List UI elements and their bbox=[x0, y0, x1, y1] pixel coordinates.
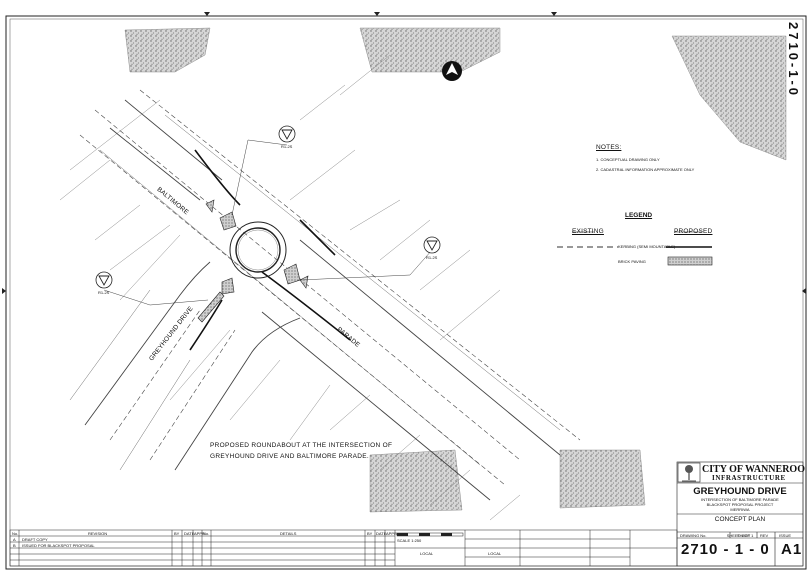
rev-header: No. bbox=[203, 531, 210, 536]
sign-label: R1-2S bbox=[281, 144, 293, 149]
rev-row-no: A bbox=[13, 537, 16, 542]
give-way-sign bbox=[95, 271, 113, 289]
rev-header: BY bbox=[174, 531, 180, 536]
title-block-frame bbox=[676, 461, 804, 567]
legend-brick-swatch bbox=[667, 256, 713, 266]
scale-label: SCALE 1:250 bbox=[397, 538, 421, 543]
sign-leaders bbox=[103, 139, 433, 306]
sheet-code-vertical: 2710-1-0 bbox=[786, 22, 801, 99]
note-text: CADASTRAL INFORMATION APPROXIMATE ONLY bbox=[600, 167, 695, 172]
plan-note-line: PROPOSED ROUNDABOUT AT THE INTERSECTION … bbox=[210, 442, 393, 449]
sign-label: R1-2S bbox=[98, 290, 110, 295]
notes-title: NOTES: bbox=[596, 144, 622, 151]
stipple-area bbox=[359, 27, 501, 73]
drawing-no-label: DRAWING No. bbox=[680, 533, 707, 538]
plan-note-line: GREYHOUND DRIVE AND BALTIMORE PARADE. bbox=[210, 453, 369, 460]
greyhound-drive-road bbox=[69, 261, 301, 471]
roundabout bbox=[229, 221, 287, 279]
rev-row-desc: DRAFT COPY bbox=[22, 537, 48, 542]
north-arrow-icon bbox=[442, 61, 462, 81]
issue-col-label: ISSUE bbox=[779, 533, 792, 538]
give-way-sign bbox=[423, 236, 441, 254]
give-way-sign bbox=[278, 125, 296, 143]
local-label: LOCAL bbox=[488, 551, 502, 556]
drawing-number: 2710 - 1 - 0 bbox=[681, 541, 770, 558]
note-item: 2. CADASTRAL INFORMATION APPROXIMATE ONL… bbox=[596, 167, 695, 172]
project-desc-line: MERRIWA bbox=[730, 507, 750, 512]
project-desc-line: BLACKSPOT PROPOSAL PROJECT bbox=[706, 502, 774, 507]
cadastral-lines bbox=[59, 54, 521, 521]
rev-header: DETAILS bbox=[280, 531, 297, 536]
rev-header: DATE bbox=[376, 531, 387, 536]
sheet-label: SHEET 1 OF 1 bbox=[677, 524, 803, 542]
local-label: LOCAL bbox=[420, 551, 434, 556]
sheet-col-label: SHEET bbox=[737, 533, 751, 538]
sheet-size: A1 bbox=[781, 541, 803, 558]
sheet-label-text: SHEET 1 OF 1 bbox=[726, 533, 754, 538]
rev-header: DATE bbox=[184, 531, 195, 536]
scale-label-text: SCALE bbox=[397, 538, 411, 543]
scale-bar bbox=[396, 532, 464, 537]
proposed-kerbs bbox=[189, 149, 351, 351]
note-text: CONCEPTUAL DRAWING ONLY bbox=[600, 157, 660, 162]
legend-title: LEGEND bbox=[625, 212, 653, 219]
scale-value: 1:250 bbox=[411, 538, 422, 543]
stipple-area bbox=[369, 449, 463, 513]
rev-header: APPR bbox=[386, 531, 397, 536]
plan-title: CONCEPT PLAN bbox=[714, 516, 766, 523]
baltimore-parade-road bbox=[79, 89, 581, 501]
legend-row-label: KERBING (SEMI MOUNTABLE) bbox=[618, 244, 676, 249]
rev-row-desc: ISSUED FOR BLACKSPOT PROPOSAL bbox=[22, 543, 95, 548]
notes-block: NOTES: 1. CONCEPTUAL DRAWING ONLY 2. CAD… bbox=[596, 144, 694, 172]
stipple-area bbox=[671, 35, 787, 161]
note-item: 1. CONCEPTUAL DRAWING ONLY bbox=[596, 157, 660, 162]
stipple-area bbox=[559, 449, 646, 509]
city-logo-icon bbox=[682, 465, 696, 482]
stipple-area bbox=[124, 27, 211, 73]
rev-header: REVISION bbox=[88, 531, 108, 536]
project-description: INTERSECTION OF BALTIMORE PARADE BLACKSP… bbox=[677, 497, 803, 512]
legend-row-label: BRICK PAVING bbox=[618, 259, 646, 264]
legend-existing-label: EXISTING bbox=[572, 228, 604, 235]
rev-header: APPR bbox=[194, 531, 205, 536]
legend-proposed-label: PROPOSED bbox=[674, 228, 713, 235]
org-dept: INFRASTRUCTURE bbox=[712, 474, 786, 482]
sign-label: R1-2S bbox=[426, 255, 438, 260]
rev-row-no: B bbox=[13, 543, 16, 548]
rev-header: BY bbox=[367, 531, 373, 536]
rev-col-label: REV bbox=[760, 533, 769, 538]
org-name: CITY OF WANNEROO bbox=[702, 464, 805, 475]
project-title: GREYHOUND DRIVE bbox=[693, 486, 787, 497]
project-desc-line: INTERSECTION OF BALTIMORE PARADE bbox=[701, 497, 779, 502]
plan-note: PROPOSED ROUNDABOUT AT THE INTERSECTION … bbox=[210, 440, 392, 462]
revision-strip bbox=[9, 529, 678, 567]
rev-header: No. bbox=[12, 531, 19, 536]
splitter-islands bbox=[197, 199, 309, 323]
